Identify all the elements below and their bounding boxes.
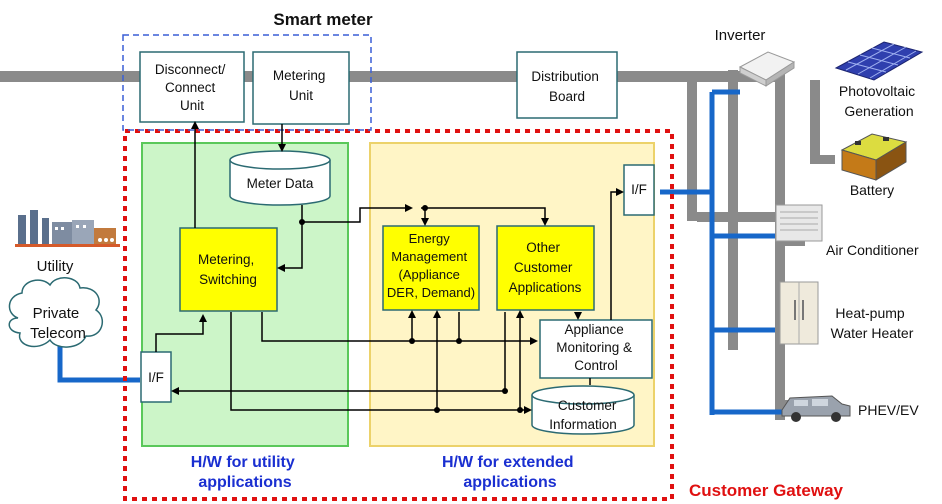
svg-text:Metering Unit: Metering Unit <box>273 68 329 103</box>
svg-text:Distribution Board: Distribution Board <box>531 69 602 104</box>
inverter-icon <box>738 51 796 87</box>
battery-label: Battery <box>850 182 894 198</box>
interface-right: I/F <box>623 164 655 216</box>
disconnect-connect-unit: Disconnect/ Connect Unit <box>139 51 245 123</box>
connector-lines <box>155 121 624 414</box>
svg-text:Appliance Monitoring &: Appliance Monitoring & Control <box>556 322 636 373</box>
svg-text:Disconnect/ Connect: Disconnect/ Connect Unit <box>155 62 229 113</box>
svg-text:I/F: I/F <box>148 370 164 385</box>
extended-apps-caption: H/W for extended applications <box>442 454 578 491</box>
heat-pump-water-heater-icon <box>779 281 819 345</box>
private-telecom-cloud: Private Telecom <box>8 277 104 348</box>
smart-meter-boundary <box>122 34 372 131</box>
meter-data-store: Meter Data <box>229 150 331 206</box>
phev-label: PHEV/EV <box>858 402 919 418</box>
svg-text:I/F: I/F <box>631 182 647 197</box>
factory-icon <box>15 210 120 247</box>
svg-text:Other Customer App: Other Customer Applications <box>509 240 582 295</box>
comm-network <box>57 89 782 415</box>
heatpump-label: Heat-pump Water Heater <box>831 305 914 341</box>
air-conditioner-icon <box>775 204 823 242</box>
utility-apps-caption: H/W for utility applications <box>191 454 299 491</box>
svg-text:Meter Data: Meter Data <box>247 176 314 191</box>
svg-text:Private Telecom: Private Telecom <box>30 305 86 342</box>
distribution-board: Distribution Board <box>516 51 618 119</box>
energy-management-block: Energy Management (Appliance DER, Demand… <box>382 225 480 311</box>
customer-information-store: Customer Information <box>531 385 635 435</box>
car-icon <box>781 395 851 422</box>
metering-switching-block: Metering, Switching <box>179 227 278 312</box>
svg-text:Metering, Switching: Metering, Switching <box>198 252 258 287</box>
customer-gateway-boundary <box>123 129 674 501</box>
smart-meter-title: Smart meter <box>273 10 373 29</box>
ac-label: Air Conditioner <box>826 242 919 258</box>
svg-text:Customer Information: Customer Information <box>549 398 620 432</box>
other-customer-apps-block: Other Customer Applications <box>496 225 595 311</box>
svg-text:Energy Management: Energy Management (Appliance DER, Demand… <box>387 231 475 300</box>
customer-gateway-caption: Customer Gateway <box>689 481 844 500</box>
utility-label: Utility <box>37 258 74 275</box>
pv-label: Photovoltaic Generation <box>839 83 919 119</box>
interface-left: I/F <box>140 351 172 403</box>
solar-panel-icon <box>834 41 924 81</box>
battery-icon <box>840 133 908 181</box>
appliance-monitoring-block: Appliance Monitoring & Control <box>539 319 653 379</box>
junction-dots <box>299 205 523 413</box>
metering-unit: Metering Unit <box>252 51 350 125</box>
inverter-label: Inverter <box>715 27 766 44</box>
